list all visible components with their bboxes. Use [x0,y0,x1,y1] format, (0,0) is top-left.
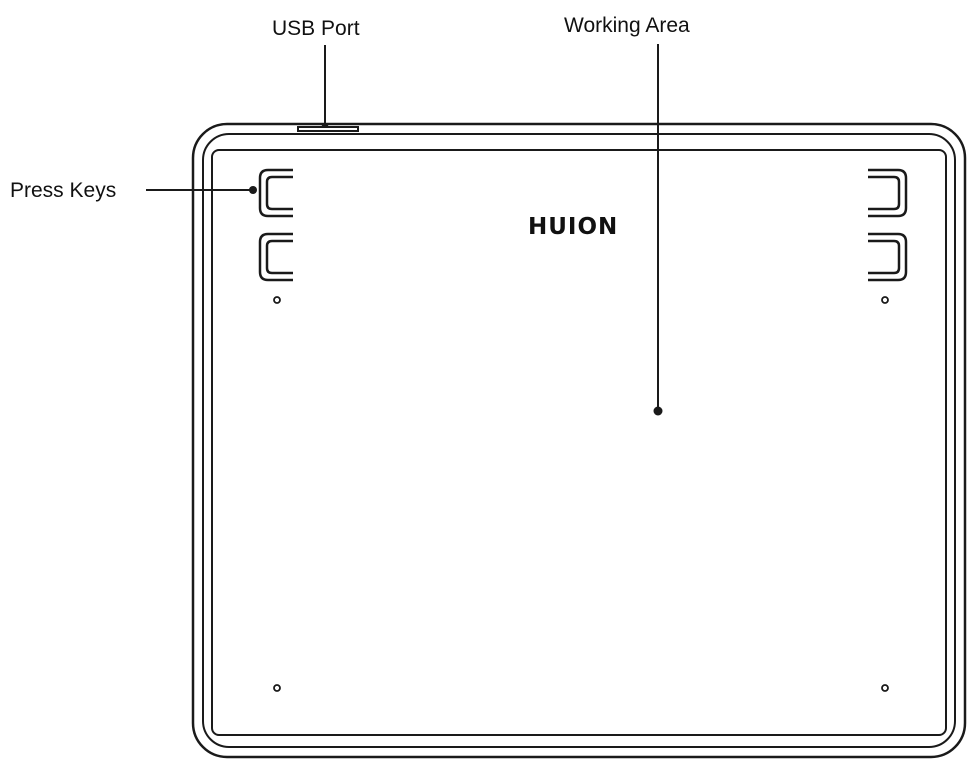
tablet-inner-edge [202,133,956,748]
leader-lines [146,44,659,411]
corner-marker-bottom-right [881,684,889,692]
press-keys-right [868,168,908,282]
label-working-area: Working Area [564,14,690,37]
corner-markers [273,296,889,692]
corner-marker-top-right [881,296,889,304]
label-usb-port: USB Port [272,17,360,40]
corner-marker-top-left [273,296,281,304]
press-key-left-bottom[interactable] [258,232,293,282]
press-key-right-bottom[interactable] [868,232,908,282]
working-area-leader-dot [653,406,663,416]
tablet-body [191,122,967,759]
press-key-left-top[interactable] [258,168,293,218]
press-keys-leader-dot [249,186,257,194]
working-area-panel [211,149,947,736]
label-press-keys: Press Keys [10,179,116,202]
huion-logo-text: HUION [528,214,618,240]
tablet-outer-edge [191,122,967,759]
corner-marker-bottom-left [273,684,281,692]
press-key-right-top[interactable] [868,168,908,218]
usb-port-slot [297,126,359,132]
press-keys-left [258,168,293,282]
